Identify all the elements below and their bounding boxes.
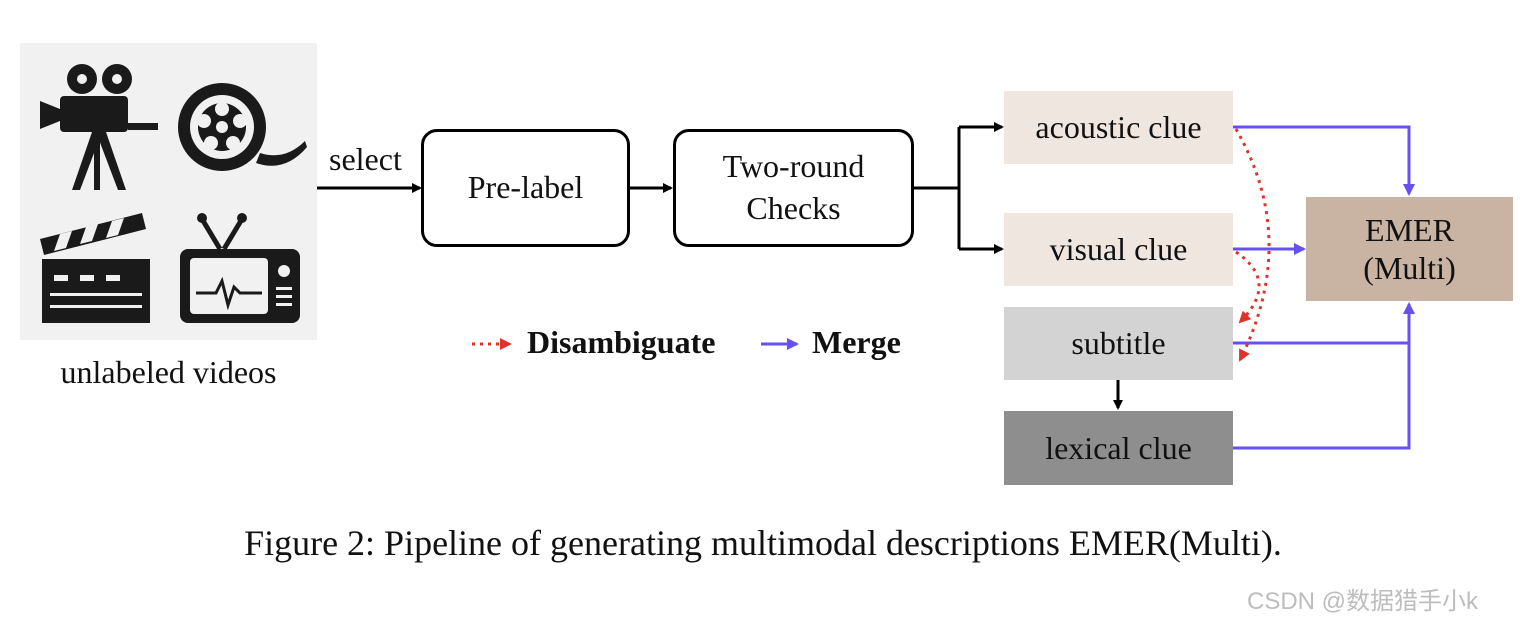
acoustic-clue-box: acoustic clue [1004,91,1233,164]
source-label: unlabeled videos [60,354,277,390]
disambiguate-arrows [1234,128,1271,362]
subtitle-box: subtitle [1004,307,1233,380]
checks-text-line2: Checks [746,190,841,226]
select-label: select [329,141,402,177]
film-reel-icon [178,83,307,171]
multi-label: (Multi) [1363,250,1456,286]
tv-icon [180,213,300,323]
figure-caption: Figure 2: Pipeline of generating multimo… [244,523,1282,563]
visual-clue-label: visual clue [1049,231,1188,267]
merge-arrows [1233,125,1415,450]
watermark: CSDN @数据猎手小k [1247,588,1479,615]
clapperboard-icon [40,213,150,323]
visual-clue-box: visual clue [1004,213,1233,286]
pre-label-text: Pre-label [467,169,584,206]
checks-text-line1: Two-round [722,148,865,185]
icon-panel [20,43,317,340]
emer-label: EMER [1365,211,1454,248]
acoustic-clue-label: acoustic clue [1035,109,1202,145]
movie-camera-icon [40,64,158,190]
legend-merge-label: Merge [812,324,901,360]
emer-multi-box: EMER (Multi) [1306,197,1513,301]
two-round-checks-box: Two-round Checks [673,129,914,247]
subtitle-label: subtitle [1071,325,1166,361]
lexical-clue-label: lexical clue [1045,429,1192,466]
legend-disambiguate-label: Disambiguate [527,324,716,360]
checks-fork-arrows [914,122,1004,254]
pre-label-box: Pre-label [421,129,630,247]
lexical-clue-box: lexical clue [1004,411,1233,485]
